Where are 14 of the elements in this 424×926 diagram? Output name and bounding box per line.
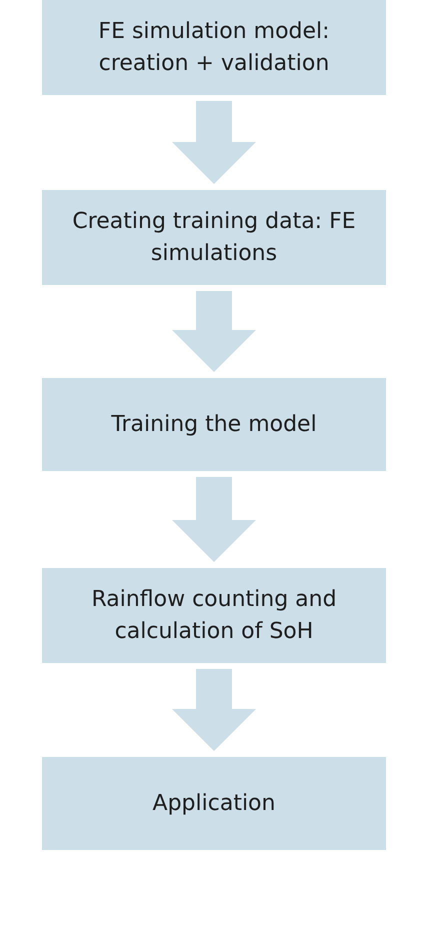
block-arrow xyxy=(172,291,256,372)
step-label: Training the model xyxy=(111,410,317,439)
step-label: Rainflow counting and calculation of SoH xyxy=(90,586,338,646)
step-label: Application xyxy=(152,790,276,818)
process-box xyxy=(42,568,386,663)
block-arrow xyxy=(172,101,256,184)
process-box xyxy=(42,757,386,850)
block-arrow xyxy=(172,477,256,562)
block-arrow xyxy=(172,669,256,751)
process-box xyxy=(42,190,386,285)
step-label: FE simulation model: creation + validation xyxy=(97,18,331,78)
process-box xyxy=(42,378,386,471)
step-label: Creating training data: FE simulations xyxy=(71,208,357,268)
process-box xyxy=(42,0,386,95)
